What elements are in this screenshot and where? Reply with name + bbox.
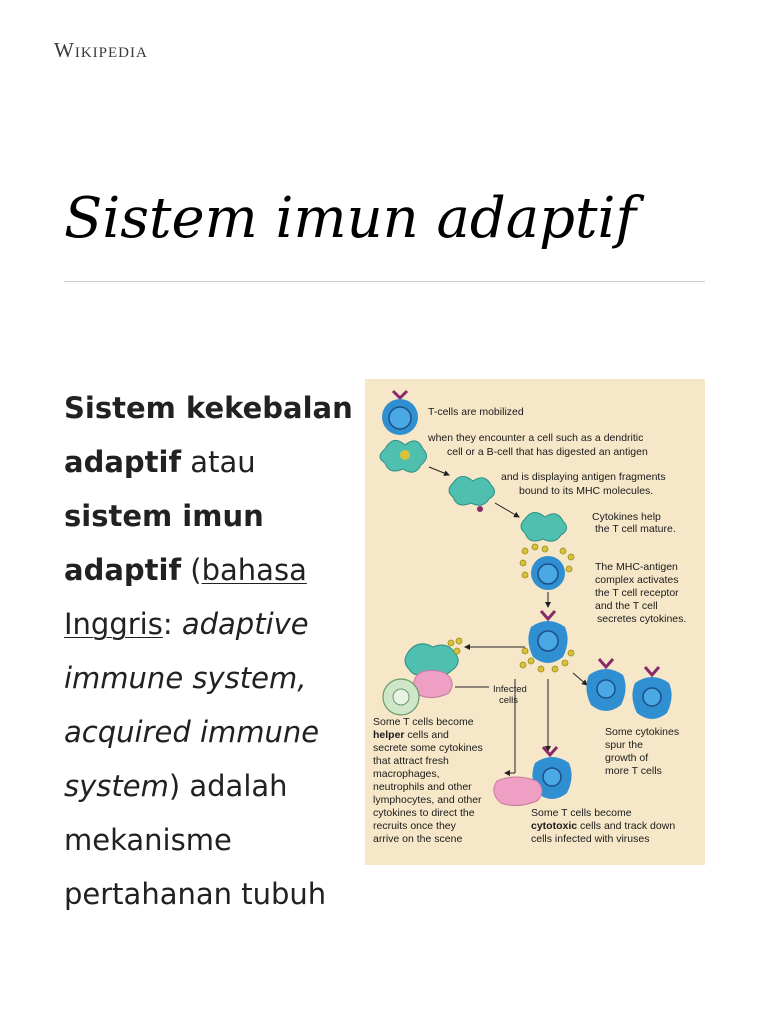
dendritic-cell-icon (379, 439, 427, 473)
label-displaying-2: bound to its MHC molecules. (519, 485, 653, 497)
label-cytotoxic-2-rest: cells and track down (577, 820, 675, 832)
title-divider (64, 281, 705, 282)
t-cell-icon (382, 389, 418, 435)
label-helper-5: macrophages, (373, 768, 440, 780)
label-infected-2: cells (499, 695, 518, 706)
label-helper-6: neutrophils and other (373, 781, 472, 793)
label-helper-2: helper cells and (373, 729, 449, 741)
proliferating-t-cells-icon (586, 658, 672, 719)
label-mhc-3: the T cell receptor (595, 587, 679, 599)
label-spur-4: more T cells (605, 765, 662, 777)
label-helper-9: recruits once they (373, 820, 457, 832)
label-cytotoxic-2: cytotoxic cells and track down (531, 820, 675, 832)
label-mhc-4: and the T cell (595, 600, 658, 612)
label-helper-10: arrive on the scene (373, 833, 462, 845)
activated-t-cell-icon (531, 556, 565, 590)
antigen-presenting-cell-icon (448, 476, 495, 512)
lead-term-2: sistem imun adaptif (64, 499, 264, 587)
lead-colon: : (162, 607, 182, 641)
label-mhc-2: complex activates (595, 574, 678, 586)
label-helper-2-bold: helper (373, 729, 405, 741)
page-title: Sistem imun adaptif (64, 186, 637, 251)
diagram-svg: T-cells are mobilized when they encounte… (373, 389, 686, 845)
cytokines-secreted-icon (519, 647, 575, 673)
label-displaying-1: and is displaying antigen fragments (501, 471, 666, 483)
wikipedia-wordmark[interactable]: Wikipedia (54, 38, 148, 62)
macrophage-group-icon (382, 637, 463, 716)
label-helper-7: lymphocytes, and other (373, 794, 482, 806)
cytokines-icon (519, 543, 575, 579)
label-helper-3: secrete some cytokines (373, 742, 483, 754)
infected-cell-icon (493, 776, 543, 807)
label-helper-2-rest: cells and (405, 729, 450, 741)
label-t-cells-mobilized: T-cells are mobilized (428, 406, 524, 418)
link-bahasa-inggris[interactable]: bahasa Inggris (64, 553, 307, 641)
label-encounter-2: cell or a B-cell that has digested an an… (447, 446, 648, 458)
label-cytokines-help-2: the T cell mature. (595, 523, 676, 535)
label-spur-1: Some cytokines (605, 726, 679, 738)
label-cytotoxic-3: cells infected with viruses (531, 833, 649, 845)
lead-paragraph: Sistem kekebalan adaptif atau sistem imu… (64, 381, 354, 921)
label-helper-4: that attract fresh (373, 755, 449, 767)
label-helper-1: Some T cells become (373, 716, 474, 728)
label-encounter-1: when they encounter a cell such as a den… (427, 432, 643, 444)
label-mhc-5: secretes cytokines. (597, 613, 686, 625)
adaptive-immunity-diagram[interactable]: T-cells are mobilized when they encounte… (365, 379, 705, 865)
label-infected-1: Infected (493, 684, 527, 695)
label-helper-8: cytokines to direct the (373, 807, 475, 819)
lead-term-1: Sistem kekebalan adaptif (64, 391, 353, 479)
label-spur-3: growth of (605, 752, 648, 764)
lead-text-atau: atau (181, 445, 256, 479)
label-cytotoxic-1: Some T cells become (531, 807, 632, 819)
lead-text-after: ) adalah mekanisme pertahanan tubuh (64, 769, 327, 911)
maturing-cell-icon (520, 512, 567, 542)
label-cytokines-help-1: Cytokines help (592, 511, 661, 523)
lead-paren-open: ( (181, 553, 202, 587)
secreting-t-cell-icon (528, 610, 568, 663)
label-mhc-1: The MHC-antigen (595, 561, 678, 573)
label-spur-2: spur the (605, 739, 643, 751)
lead-english-terms: adaptive immune system, acquired immune … (64, 607, 320, 803)
label-cytotoxic-2-bold: cytotoxic (531, 820, 577, 832)
